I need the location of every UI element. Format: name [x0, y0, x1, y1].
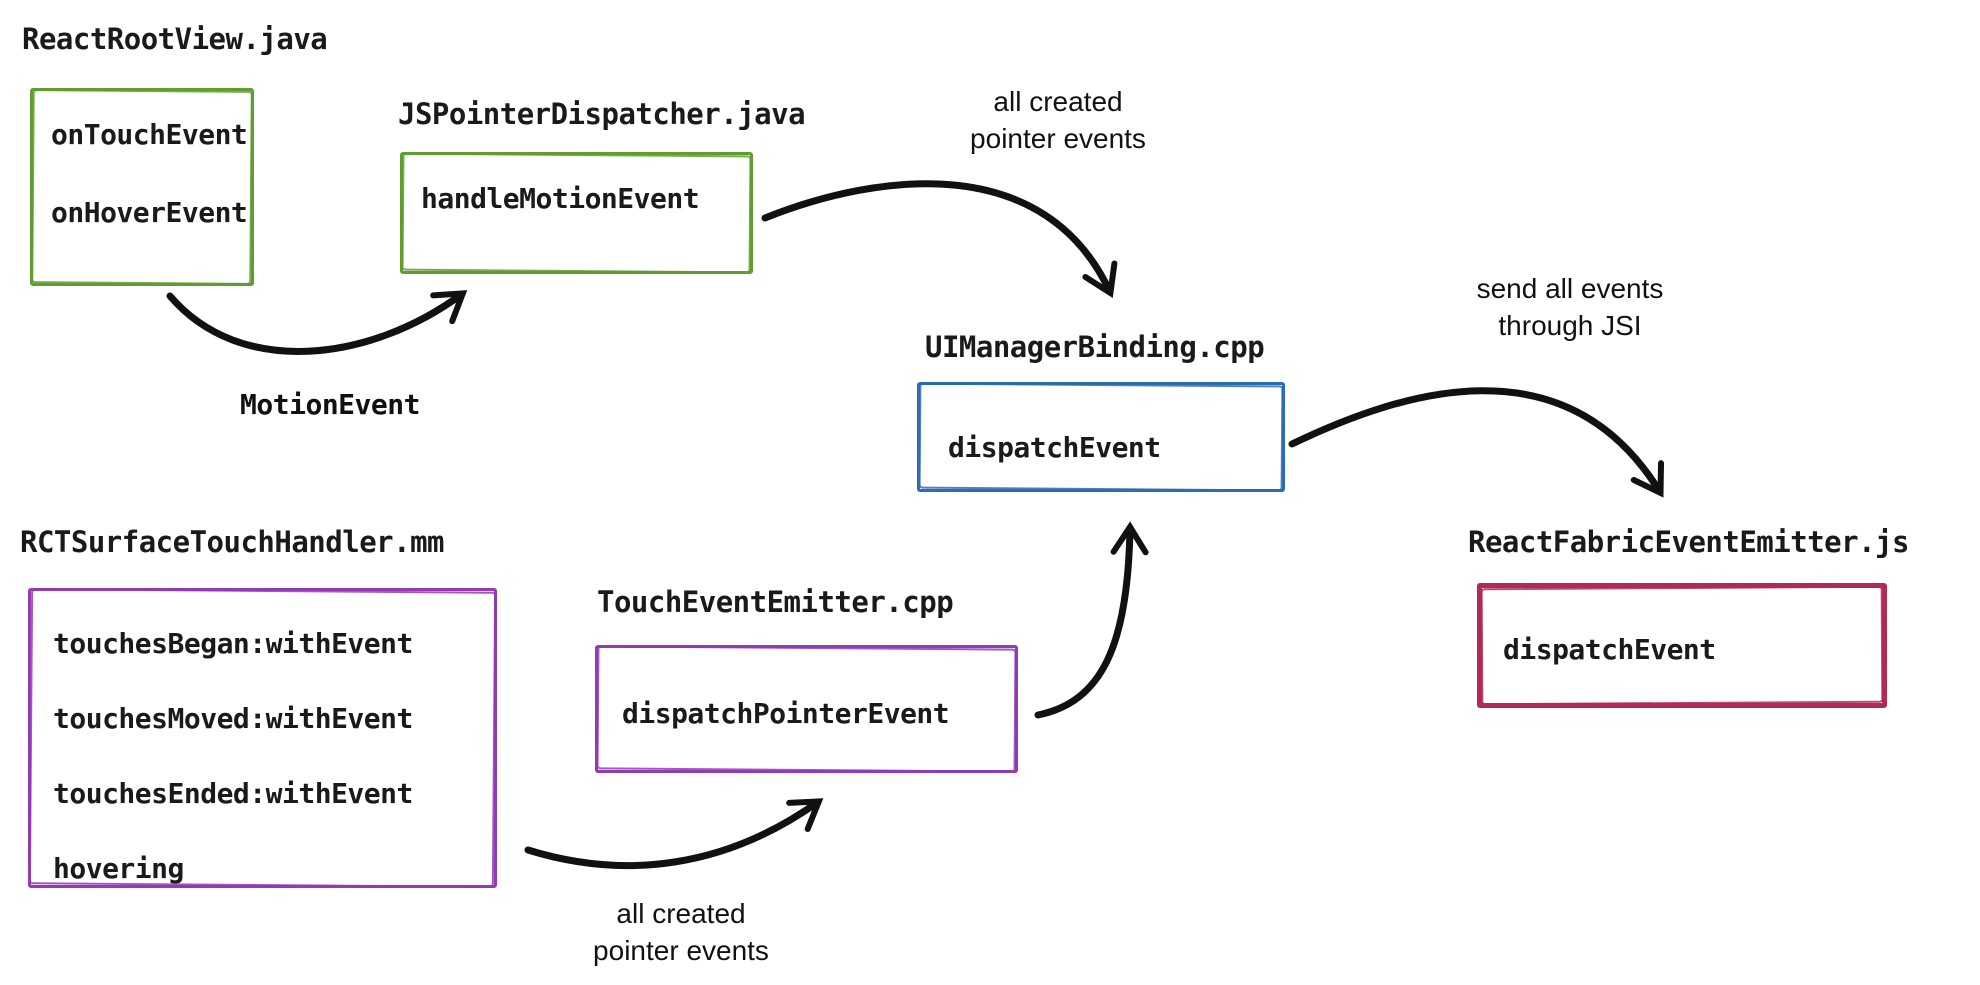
label-pointer-events-bottom: all created pointer events [593, 898, 769, 966]
arrow-touchemitter-to-uimanager [1034, 521, 1149, 719]
method-on-touch-event: onTouchEvent [51, 118, 248, 151]
arrow-pointer-events-to-uimanager [761, 180, 1118, 298]
box-rct-surface-touch-handler: touchesBegan:withEvent touchesMoved:with… [28, 588, 497, 888]
arrow-touchhandler-to-touchemitter [524, 798, 824, 870]
title-ui-manager-binding: UIManagerBinding.cpp [925, 330, 1265, 364]
method-touches-ended: touchesEnded:withEvent [53, 777, 413, 810]
label-motion-event: MotionEvent [240, 388, 420, 421]
title-touch-event-emitter: TouchEventEmitter.cpp [597, 585, 954, 619]
label-pointer-events-top: all created pointer events [970, 86, 1146, 154]
method-touches-moved: touchesMoved:withEvent [53, 702, 413, 735]
title-js-pointer-dispatcher: JSPointerDispatcher.java [398, 97, 806, 131]
title-react-fabric-event-emitter: ReactFabricEventEmitter.js [1468, 525, 1909, 559]
label-send-through-jsi: send all events through JSI [1476, 273, 1664, 341]
arrow-jsi-to-fabricemitter [1288, 387, 1664, 498]
box-ui-manager-binding: dispatchEvent [917, 382, 1285, 492]
method-dispatch-event-uimanager: dispatchEvent [948, 431, 1161, 464]
box-touch-event-emitter: dispatchPointerEvent [595, 645, 1018, 773]
box-js-pointer-dispatcher: handleMotionEvent [400, 152, 753, 274]
box-react-fabric-event-emitter: dispatchEvent [1477, 583, 1887, 708]
method-handle-motion-event: handleMotionEvent [421, 182, 700, 215]
method-hovering: hovering [53, 852, 184, 885]
box-react-root-view: onTouchEvent onHoverEvent [30, 88, 254, 286]
method-on-hover-event: onHoverEvent [51, 196, 248, 229]
method-dispatch-pointer-event: dispatchPointerEvent [622, 697, 950, 730]
method-touches-began: touchesBegan:withEvent [53, 627, 413, 660]
method-dispatch-event-fabric: dispatchEvent [1503, 633, 1716, 666]
title-rct-surface-touch-handler: RCTSurfaceTouchHandler.mm [20, 525, 445, 559]
arrow-motion-event [166, 290, 468, 355]
title-react-root-view: ReactRootView.java [22, 22, 328, 56]
